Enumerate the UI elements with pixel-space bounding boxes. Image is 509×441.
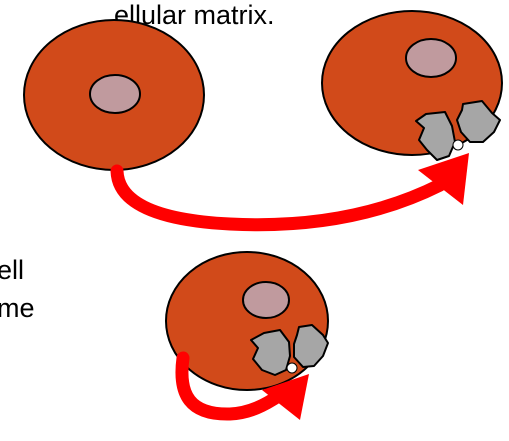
autocrine-cell-icon (166, 252, 328, 390)
arrow-shaft (117, 171, 440, 225)
nucleus-icon (90, 75, 140, 113)
nucleus-icon (406, 39, 456, 77)
left-caption-line-2: me (0, 293, 35, 323)
left-caption-line-1: ell (0, 255, 24, 285)
binding-site-icon (287, 363, 297, 373)
binding-site-icon (453, 140, 463, 150)
signaling-cell-icon (24, 20, 204, 170)
nucleus-icon (243, 282, 289, 318)
cell-body (166, 252, 328, 390)
signal-arrow-icon (117, 153, 469, 225)
